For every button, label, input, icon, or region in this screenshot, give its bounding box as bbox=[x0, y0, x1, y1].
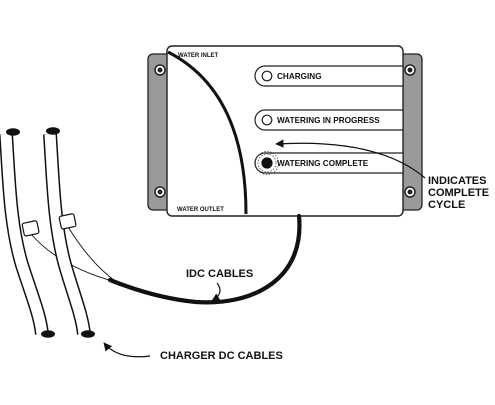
water-inlet-label: WATER INLET bbox=[178, 53, 219, 59]
watering-in-progress-led bbox=[261, 114, 273, 126]
indicator-callout-arrow bbox=[275, 139, 426, 179]
idc-wire bbox=[29, 232, 117, 283]
charger-dc-cables-label: CHARGER DC CABLES bbox=[160, 350, 283, 362]
charger-dc-cable-right bbox=[43, 127, 95, 338]
indicator-watering-complete: WATERING COMPLETE bbox=[254, 151, 404, 175]
watering-in-progress-label: WATERING IN PROGRESS bbox=[277, 116, 380, 125]
cable-end bbox=[81, 330, 95, 338]
charging-led bbox=[261, 70, 273, 82]
indicates-complete-cycle-label: INDICATES COMPLETE CYCLE bbox=[428, 175, 492, 211]
cable-end bbox=[6, 128, 20, 136]
internal-water-tube bbox=[167, 50, 248, 215]
idc-wire bbox=[66, 224, 119, 284]
led-glow-rays bbox=[255, 151, 279, 175]
charging-label: CHARGING bbox=[277, 72, 322, 81]
watering-complete-led bbox=[261, 157, 273, 169]
idc-clip bbox=[21, 220, 40, 237]
idc-clip bbox=[58, 213, 77, 230]
charger-callout-arrow bbox=[103, 342, 151, 358]
watering-complete-label: WATERING COMPLETE bbox=[277, 159, 369, 168]
cable-end bbox=[46, 127, 60, 135]
indicator-charging: CHARGING bbox=[254, 65, 404, 87]
idc-cables-label: IDC CABLES bbox=[186, 268, 253, 280]
idc-callout-arrow bbox=[211, 282, 221, 302]
idc-cable bbox=[107, 213, 302, 305]
water-outlet-label: WATER OUTLET bbox=[177, 207, 224, 213]
cable-end bbox=[41, 330, 55, 338]
charger-dc-cable-left bbox=[0, 128, 55, 338]
indicator-watering-in-progress: WATERING IN PROGRESS bbox=[254, 109, 404, 131]
